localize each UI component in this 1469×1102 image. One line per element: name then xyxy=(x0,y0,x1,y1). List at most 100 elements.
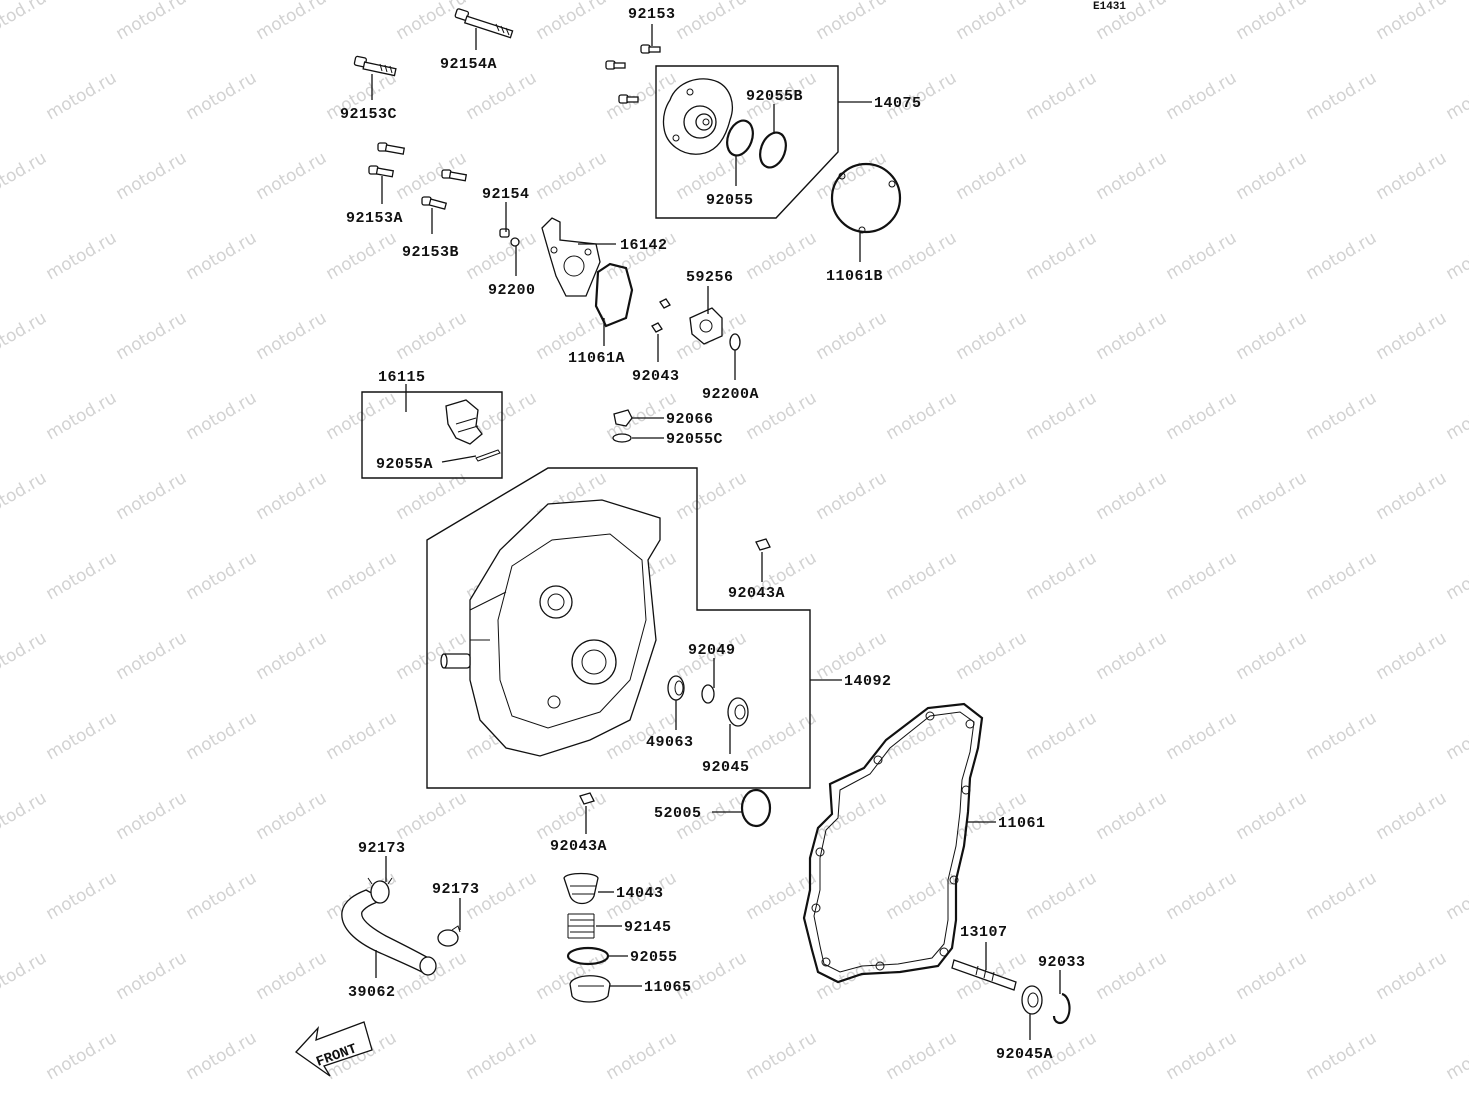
bearing-92045A[interactable] xyxy=(1021,985,1043,1015)
label-92173-right[interactable]: 92173 xyxy=(432,881,480,898)
label-11061B[interactable]: 11061B xyxy=(826,268,883,285)
gasket-11061B[interactable] xyxy=(830,162,902,234)
bolt-92154A[interactable] xyxy=(454,8,514,39)
watermark-text: motod.ru xyxy=(1163,68,1241,124)
impeller-59256[interactable] xyxy=(689,307,723,345)
label-92154[interactable]: 92154 xyxy=(482,186,530,203)
shaft-13107[interactable] xyxy=(951,959,1017,991)
watermark-text: motod.ru xyxy=(1303,868,1381,924)
label-52005[interactable]: 52005 xyxy=(654,805,702,822)
o-ring-52005[interactable] xyxy=(740,788,772,828)
crankcase-cover-box xyxy=(426,467,811,789)
watermark-text: motod.ru xyxy=(813,788,891,844)
bolt-92153A-1[interactable] xyxy=(377,142,406,155)
water-pump-cover-14075[interactable] xyxy=(662,78,733,155)
o-ring-92055A[interactable] xyxy=(475,449,501,462)
label-92055C[interactable]: 92055C xyxy=(666,431,723,448)
label-16142[interactable]: 16142 xyxy=(620,237,668,254)
label-14043[interactable]: 14043 xyxy=(616,885,664,902)
label-92045[interactable]: 92045 xyxy=(702,759,750,776)
label-92066[interactable]: 92066 xyxy=(666,411,714,428)
watermark-text: motod.ru xyxy=(953,148,1031,204)
watermark-text: motod.ru xyxy=(1233,148,1311,204)
crankcase-cover-14092[interactable] xyxy=(469,499,661,757)
bolt-92153C[interactable] xyxy=(353,55,397,77)
seal-92049[interactable] xyxy=(701,684,715,704)
label-92055B[interactable]: 92055B xyxy=(746,88,803,105)
label-49063[interactable]: 49063 xyxy=(646,734,694,751)
label-92049[interactable]: 92049 xyxy=(688,642,736,659)
watermark-text: motod.ru xyxy=(813,0,891,44)
bolt-92153-3[interactable] xyxy=(618,94,639,104)
gasket-11061[interactable] xyxy=(802,702,984,984)
pin-92043-b[interactable] xyxy=(651,322,663,333)
watermark-text: motod.ru xyxy=(323,388,401,444)
watermark-text: motod.ru xyxy=(323,228,401,284)
label-13107[interactable]: 13107 xyxy=(960,924,1008,941)
pin-92043A-bottom[interactable] xyxy=(579,792,595,805)
label-92043[interactable]: 92043 xyxy=(632,368,680,385)
o-ring-92055-top[interactable] xyxy=(723,117,758,159)
cover-16142[interactable] xyxy=(541,217,601,297)
label-92055-top[interactable]: 92055 xyxy=(706,192,754,209)
bolt-92153B-2[interactable] xyxy=(421,196,448,210)
bolt-92153-1[interactable] xyxy=(640,44,661,54)
watermark-text: motod.ru xyxy=(43,388,121,444)
label-92145[interactable]: 92145 xyxy=(624,919,672,936)
label-92043A-top[interactable]: 92043A xyxy=(728,585,785,602)
spring-92145[interactable] xyxy=(567,913,595,939)
watermark-text: motod.ru xyxy=(1093,308,1171,364)
cap-11065[interactable] xyxy=(569,975,611,1003)
watermark-text: motod.ru xyxy=(743,228,821,284)
watermark-text: motod.ru xyxy=(1443,228,1469,284)
watermark-text: motod.ru xyxy=(0,628,50,684)
label-92055A[interactable]: 92055A xyxy=(376,456,433,473)
o-ring-92055C[interactable] xyxy=(612,433,632,443)
hose-39062[interactable] xyxy=(341,889,437,976)
bolt-92154[interactable] xyxy=(499,228,510,238)
bolt-92153A-2[interactable] xyxy=(368,165,395,178)
watermark-text: motod.ru xyxy=(813,308,891,364)
label-92173-left[interactable]: 92173 xyxy=(358,840,406,857)
clamp-92173-right[interactable] xyxy=(437,925,461,947)
gasket-11061A[interactable] xyxy=(594,262,634,328)
label-59256[interactable]: 59256 xyxy=(686,269,734,286)
watermark-text: motod.ru xyxy=(0,468,50,524)
oil-filler-cap-16115[interactable] xyxy=(445,399,483,445)
dowel-left xyxy=(440,653,471,669)
label-11061A[interactable]: 11061A xyxy=(568,350,625,367)
seal-49063[interactable] xyxy=(667,675,685,701)
label-92153A[interactable]: 92153A xyxy=(346,210,403,227)
pin-92043-a[interactable] xyxy=(659,298,671,309)
label-92154A[interactable]: 92154A xyxy=(440,56,497,73)
label-16115[interactable]: 16115 xyxy=(378,369,426,386)
circlip-92033[interactable] xyxy=(1052,992,1071,1025)
label-92153-top[interactable]: 92153 xyxy=(628,6,676,23)
label-14075[interactable]: 14075 xyxy=(874,95,922,112)
label-92033[interactable]: 92033 xyxy=(1038,954,1086,971)
washer-92200A[interactable] xyxy=(729,333,741,351)
plug-92066[interactable] xyxy=(613,409,633,427)
bolt-92153-2[interactable] xyxy=(605,60,626,70)
label-92153B[interactable]: 92153B xyxy=(402,244,459,261)
bolt-92153B-1[interactable] xyxy=(441,169,468,182)
label-92200A[interactable]: 92200A xyxy=(702,386,759,403)
washer-92200[interactable] xyxy=(510,237,520,247)
label-39062[interactable]: 39062 xyxy=(348,984,396,1001)
clamp-92173-left[interactable] xyxy=(367,877,393,904)
label-92153C[interactable]: 92153C xyxy=(340,106,397,123)
label-14092[interactable]: 14092 xyxy=(844,673,892,690)
label-92055-bottom[interactable]: 92055 xyxy=(630,949,678,966)
bearing-92045[interactable] xyxy=(727,697,749,727)
label-11065[interactable]: 11065 xyxy=(644,979,692,996)
watermark-text: motod.ru xyxy=(1373,148,1451,204)
label-92043A-bottom[interactable]: 92043A xyxy=(550,838,607,855)
watermark-text: motod.ru xyxy=(393,0,471,44)
watermark-text: motod.ru xyxy=(43,868,121,924)
label-92200[interactable]: 92200 xyxy=(488,282,536,299)
pin-92043A-top[interactable] xyxy=(755,538,771,551)
o-ring-92055B[interactable] xyxy=(756,129,791,171)
strainer-14043[interactable] xyxy=(563,872,599,905)
label-92045A[interactable]: 92045A xyxy=(996,1046,1053,1063)
label-11061[interactable]: 11061 xyxy=(998,815,1046,832)
